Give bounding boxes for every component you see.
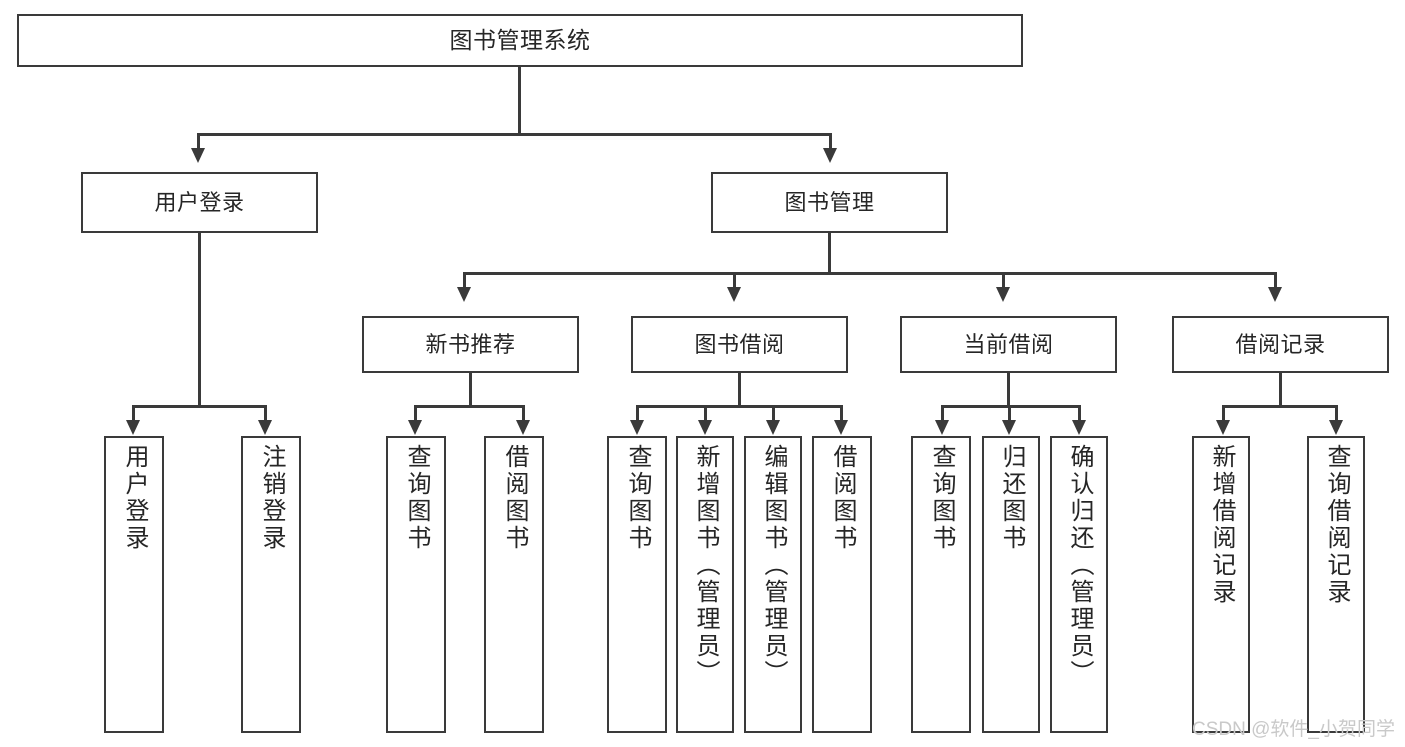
node-label: 查询借阅记录 (1323, 444, 1350, 606)
connector-bm-drop-2 (733, 272, 736, 288)
connector-br-bus (1222, 405, 1338, 408)
arrow-to-book-borrow (727, 287, 741, 302)
connector-bm-drop-1 (463, 272, 466, 288)
node-label: 借阅图书 (829, 444, 856, 552)
leaf-nbr-query-book[interactable]: 查询图书 (386, 436, 446, 733)
leaf-user-login[interactable]: 用户登录 (104, 436, 164, 733)
connector-root-drop-left (197, 133, 200, 150)
arrow-to-leaf-cb-2 (1002, 420, 1016, 435)
connector-user-login-drop-2 (264, 405, 267, 421)
connector-book-manage-bus (463, 272, 1277, 275)
arrow-to-leaf-nbr-1 (408, 420, 422, 435)
csdn-watermark: CSDN @软件_小贺同学 (1192, 719, 1395, 740)
connector-root-drop-right (829, 133, 832, 150)
connector-bb-drop-4 (840, 405, 843, 421)
connector-bb-drop-3 (772, 405, 775, 421)
connector-bm-drop-3 (1002, 272, 1005, 288)
leaf-cb-confirm-return[interactable]: 确认归还（管理员） (1050, 436, 1108, 733)
arrow-to-leaf-user-login (126, 420, 140, 435)
connector-br-drop-1 (1222, 405, 1225, 421)
arrow-to-leaf-br-2 (1329, 420, 1343, 435)
node-label: 编辑图书（管理员） (760, 444, 787, 687)
leaf-br-query-record[interactable]: 查询借阅记录 (1307, 436, 1365, 733)
leaf-bb-edit-book[interactable]: 编辑图书（管理员） (744, 436, 802, 733)
node-label: 确认归还（管理员） (1066, 444, 1093, 687)
arrow-to-leaf-br-1 (1216, 420, 1230, 435)
node-label: 新增图书（管理员） (692, 444, 719, 687)
connector-cb-drop-1 (941, 405, 944, 421)
arrow-to-book-manage (823, 148, 837, 163)
connector-user-login-drop-1 (132, 405, 135, 421)
connector-bb-stem (738, 373, 741, 406)
connector-nbr-drop-2 (522, 405, 525, 421)
connector-nbr-drop-1 (414, 405, 417, 421)
connector-br-stem (1279, 373, 1282, 406)
arrow-to-leaf-bb-1 (630, 420, 644, 435)
connector-bb-drop-1 (636, 405, 639, 421)
node-label: 新书推荐 (425, 331, 516, 357)
leaf-bb-add-book[interactable]: 新增图书（管理员） (676, 436, 734, 733)
node-label: 用户登录 (154, 189, 245, 215)
connector-book-manage-stem (828, 233, 831, 274)
node-new-book-recommend[interactable]: 新书推荐 (362, 316, 579, 373)
node-label: 新增借阅记录 (1208, 444, 1235, 606)
leaf-bb-query-book[interactable]: 查询图书 (607, 436, 667, 733)
connector-cb-drop-3 (1078, 405, 1081, 421)
connector-br-drop-2 (1335, 405, 1338, 421)
connector-cb-drop-2 (1008, 405, 1011, 421)
arrow-to-new-book-rec (457, 287, 471, 302)
arrow-to-leaf-bb-3 (766, 420, 780, 435)
leaf-bb-borrow-book[interactable]: 借阅图书 (812, 436, 872, 733)
connector-cb-stem (1007, 373, 1010, 406)
connector-root-stem (518, 67, 521, 134)
arrow-to-borrow-record (1268, 287, 1282, 302)
connector-cb-bus (941, 405, 1081, 408)
node-book-borrow[interactable]: 图书借阅 (631, 316, 848, 373)
leaf-cb-return-book[interactable]: 归还图书 (982, 436, 1040, 733)
node-book-manage[interactable]: 图书管理 (711, 172, 948, 233)
node-label: 查询图书 (403, 444, 430, 552)
arrow-to-leaf-cb-3 (1072, 420, 1086, 435)
node-label: 当前借阅 (963, 331, 1054, 357)
node-label: 借阅记录 (1235, 331, 1326, 357)
arrow-to-leaf-logout (258, 420, 272, 435)
connector-nbr-bus (414, 405, 525, 408)
connector-user-login-stem (198, 233, 201, 406)
node-label: 图书管理 (784, 189, 875, 215)
connector-bb-drop-2 (704, 405, 707, 421)
node-borrow-record[interactable]: 借阅记录 (1172, 316, 1389, 373)
node-label: 用户登录 (121, 444, 148, 552)
arrow-to-leaf-bb-4 (834, 420, 848, 435)
node-current-borrow[interactable]: 当前借阅 (900, 316, 1117, 373)
node-user-login[interactable]: 用户登录 (81, 172, 318, 233)
connector-bm-drop-4 (1274, 272, 1277, 288)
node-label: 查询图书 (624, 444, 651, 552)
node-label: 借阅图书 (501, 444, 528, 552)
connector-bb-bus (636, 405, 843, 408)
leaf-nbr-borrow-book[interactable]: 借阅图书 (484, 436, 544, 733)
arrow-to-leaf-nbr-2 (516, 420, 530, 435)
arrow-to-leaf-bb-2 (698, 420, 712, 435)
leaf-logout[interactable]: 注销登录 (241, 436, 301, 733)
connector-nbr-stem (469, 373, 472, 406)
node-root-system[interactable]: 图书管理系统 (17, 14, 1023, 67)
arrow-to-current-borrow (996, 287, 1010, 302)
leaf-cb-query-book[interactable]: 查询图书 (911, 436, 971, 733)
node-label: 注销登录 (258, 444, 285, 552)
node-label: 查询图书 (928, 444, 955, 552)
arrow-to-leaf-cb-1 (935, 420, 949, 435)
node-label: 归还图书 (998, 444, 1025, 552)
connector-root-bus (197, 133, 831, 136)
arrow-to-user-login (191, 148, 205, 163)
leaf-br-add-record[interactable]: 新增借阅记录 (1192, 436, 1250, 733)
node-label: 图书管理系统 (449, 27, 591, 54)
connector-user-login-bus (132, 405, 267, 408)
node-label: 图书借阅 (694, 331, 785, 357)
